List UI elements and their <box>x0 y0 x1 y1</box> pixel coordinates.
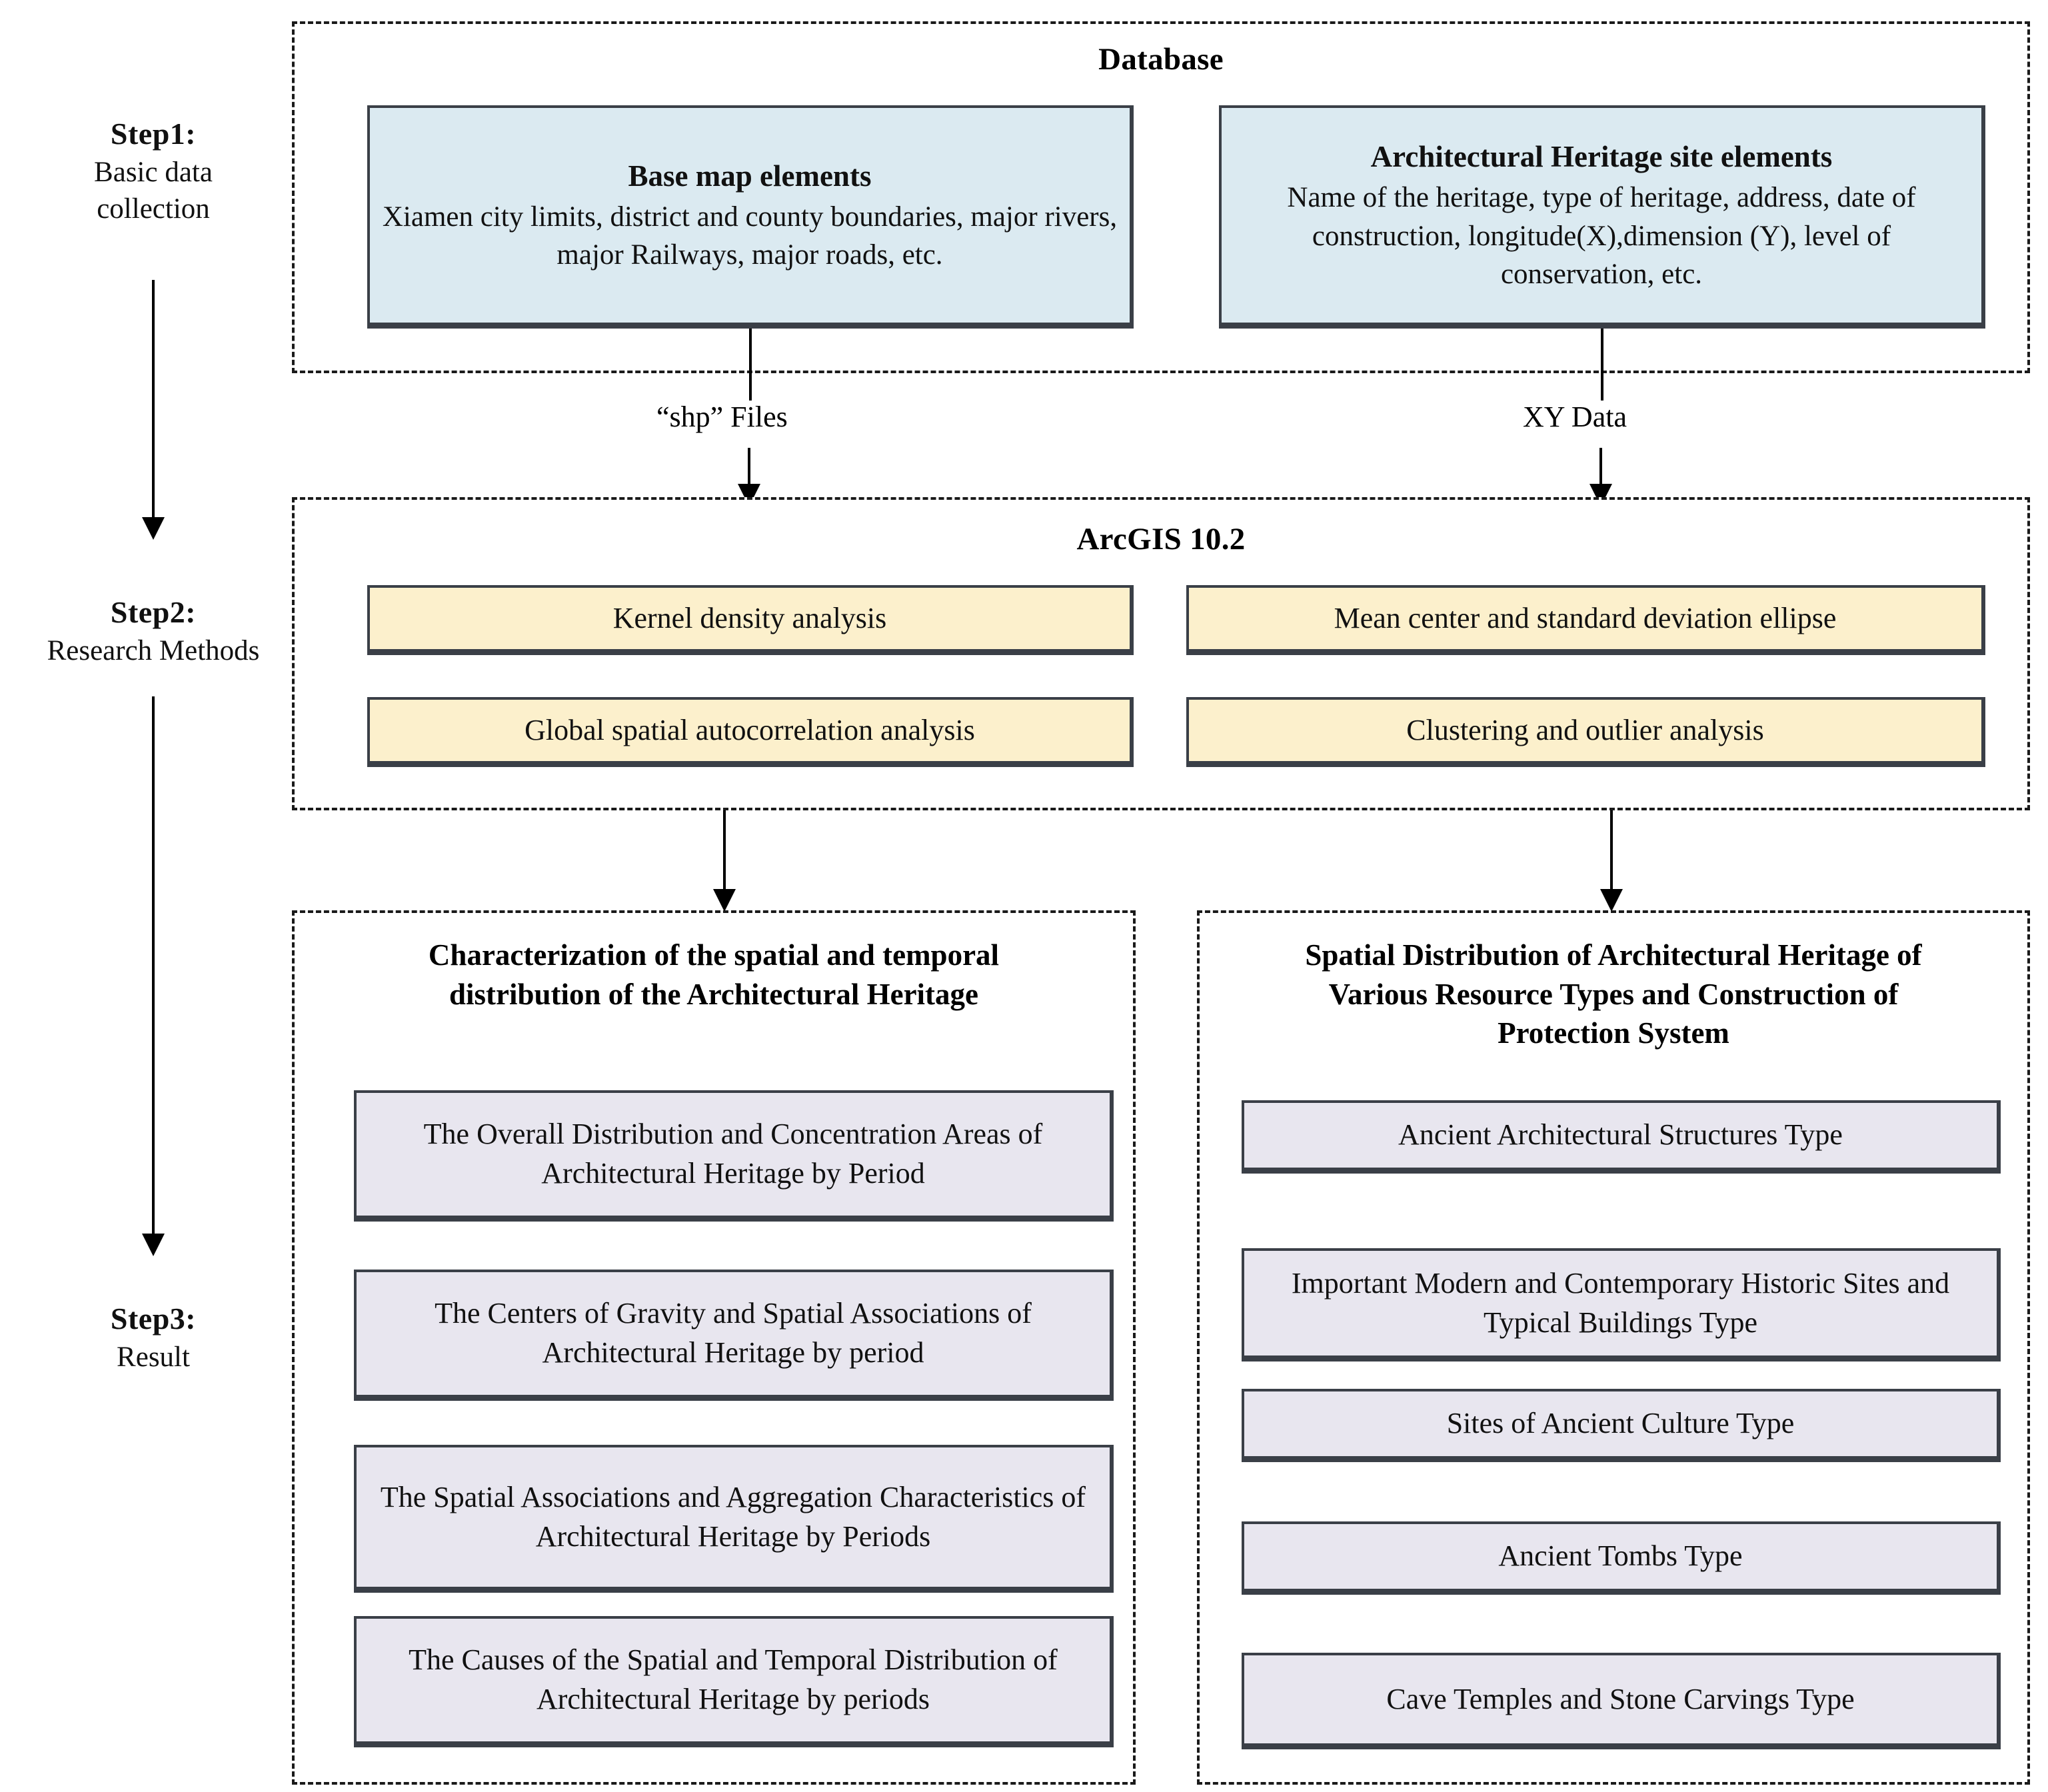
arcgis-title: ArcGIS 10.2 <box>1076 522 1246 556</box>
method-label: Kernel density analysis <box>612 602 887 635</box>
result-item-label: The Overall Distribution and Concentrati… <box>423 1118 1043 1190</box>
result-item-label: Important Modern and Contemporary Histor… <box>1291 1266 1950 1339</box>
method-box-clustering-outlier[interactable]: Clustering and outlier analysis <box>1186 697 1985 767</box>
step3-subtitle-line1: Result <box>117 1341 190 1373</box>
heritage-site-connector <box>1601 329 1603 401</box>
left-result-item-1[interactable]: The Overall Distribution and Concentrati… <box>354 1090 1114 1222</box>
database-title: Database <box>1098 42 1224 77</box>
method-box-kernel-density[interactable]: Kernel density analysis <box>367 585 1134 655</box>
result-item-label: The Centers of Gravity and Spatial Assoc… <box>435 1297 1032 1369</box>
left-result-item-4[interactable]: The Causes of the Spatial and Temporal D… <box>354 1616 1114 1747</box>
step-label-2: Step2: Research Methods <box>20 593 287 669</box>
result-item-label: Ancient Architectural Structures Type <box>1398 1118 1843 1152</box>
method-label: Clustering and outlier analysis <box>1406 714 1764 747</box>
arrow-shaft <box>748 448 750 485</box>
step-label-1: Step1: Basic data collection <box>20 115 287 227</box>
step2-subtitle-line1: Research Methods <box>47 634 260 666</box>
arrow-shaft <box>1599 448 1602 485</box>
step2-title: Step2: <box>110 595 197 629</box>
right-result-item-2[interactable]: Important Modern and Contemporary Histor… <box>1242 1248 2001 1361</box>
step-label-3: Step3: Result <box>20 1300 287 1375</box>
arrow-shaft <box>723 810 726 892</box>
result-item-label: Cave Temples and Stone Carvings Type <box>1386 1682 1855 1715</box>
step1-subtitle-line2: collection <box>97 193 210 225</box>
right-result-item-1[interactable]: Ancient Architectural Structures Type <box>1242 1100 2001 1174</box>
heritage-site-elements-box[interactable]: Architectural Heritage site elements Nam… <box>1219 105 1985 329</box>
arrow-head <box>713 889 736 912</box>
arcgis-to-right-results-arrow <box>1599 810 1623 912</box>
left-result-item-3[interactable]: The Spatial Associations and Aggregation… <box>354 1445 1114 1593</box>
result-item-label: The Causes of the Spatial and Temporal D… <box>409 1643 1058 1715</box>
method-box-global-autocorrelation[interactable]: Global spatial autocorrelation analysis <box>367 697 1134 767</box>
step1-title: Step1: <box>110 117 197 151</box>
arrow-shaft <box>152 696 155 1236</box>
left-results-heading-line1: Characterization of the spatial and temp… <box>428 938 1000 972</box>
result-item-label: Sites of Ancient Culture Type <box>1446 1407 1795 1440</box>
right-results-heading-line3: Protection System <box>1498 1016 1729 1050</box>
arrow-head <box>1600 889 1623 912</box>
right-results-heading-line2: Various Resource Types and Construction … <box>1328 977 1899 1011</box>
result-item-label: Ancient Tombs Type <box>1498 1539 1743 1573</box>
result-item-label: The Spatial Associations and Aggregation… <box>380 1480 1086 1553</box>
step3-title: Step3: <box>110 1302 197 1336</box>
left-results-heading-line2: distribution of the Architectural Herita… <box>449 977 979 1011</box>
heritage-site-elements-heading: Architectural Heritage site elements <box>1370 139 1833 173</box>
step1-to-step2-arrow <box>141 280 165 540</box>
left-result-item-2[interactable]: The Centers of Gravity and Spatial Assoc… <box>354 1270 1114 1401</box>
base-map-elements-box[interactable]: Base map elements Xiamen city limits, di… <box>367 105 1134 329</box>
right-result-item-4[interactable]: Ancient Tombs Type <box>1242 1521 2001 1595</box>
method-box-mean-center-ellipse[interactable]: Mean center and standard deviation ellip… <box>1186 585 1985 655</box>
shp-files-label: “shp” Files <box>656 401 788 433</box>
right-result-item-5[interactable]: Cave Temples and Stone Carvings Type <box>1242 1653 2001 1749</box>
step1-subtitle-line1: Basic data <box>94 156 213 188</box>
left-results-heading: Characterization of the spatial and temp… <box>305 936 1122 1014</box>
method-label: Global spatial autocorrelation analysis <box>524 714 975 747</box>
arrow-shaft <box>1610 810 1613 892</box>
arrow-shaft <box>152 280 155 520</box>
base-map-connector <box>749 329 752 401</box>
xy-data-label: XY Data <box>1523 401 1627 433</box>
base-map-elements-body: Xiamen city limits, district and county … <box>382 201 1118 271</box>
heritage-site-elements-body: Name of the heritage, type of heritage, … <box>1287 182 1916 290</box>
right-result-item-3[interactable]: Sites of Ancient Culture Type <box>1242 1389 2001 1462</box>
arrow-head <box>142 517 165 540</box>
arcgis-to-left-results-arrow <box>712 810 736 912</box>
base-map-elements-heading: Base map elements <box>628 159 872 193</box>
arrow-head <box>142 1234 165 1256</box>
step2-to-step3-arrow <box>141 696 165 1256</box>
right-results-heading-line1: Spatial Distribution of Architectural He… <box>1305 938 1922 972</box>
right-results-heading: Spatial Distribution of Architectural He… <box>1210 936 2017 1053</box>
method-label: Mean center and standard deviation ellip… <box>1334 602 1837 635</box>
